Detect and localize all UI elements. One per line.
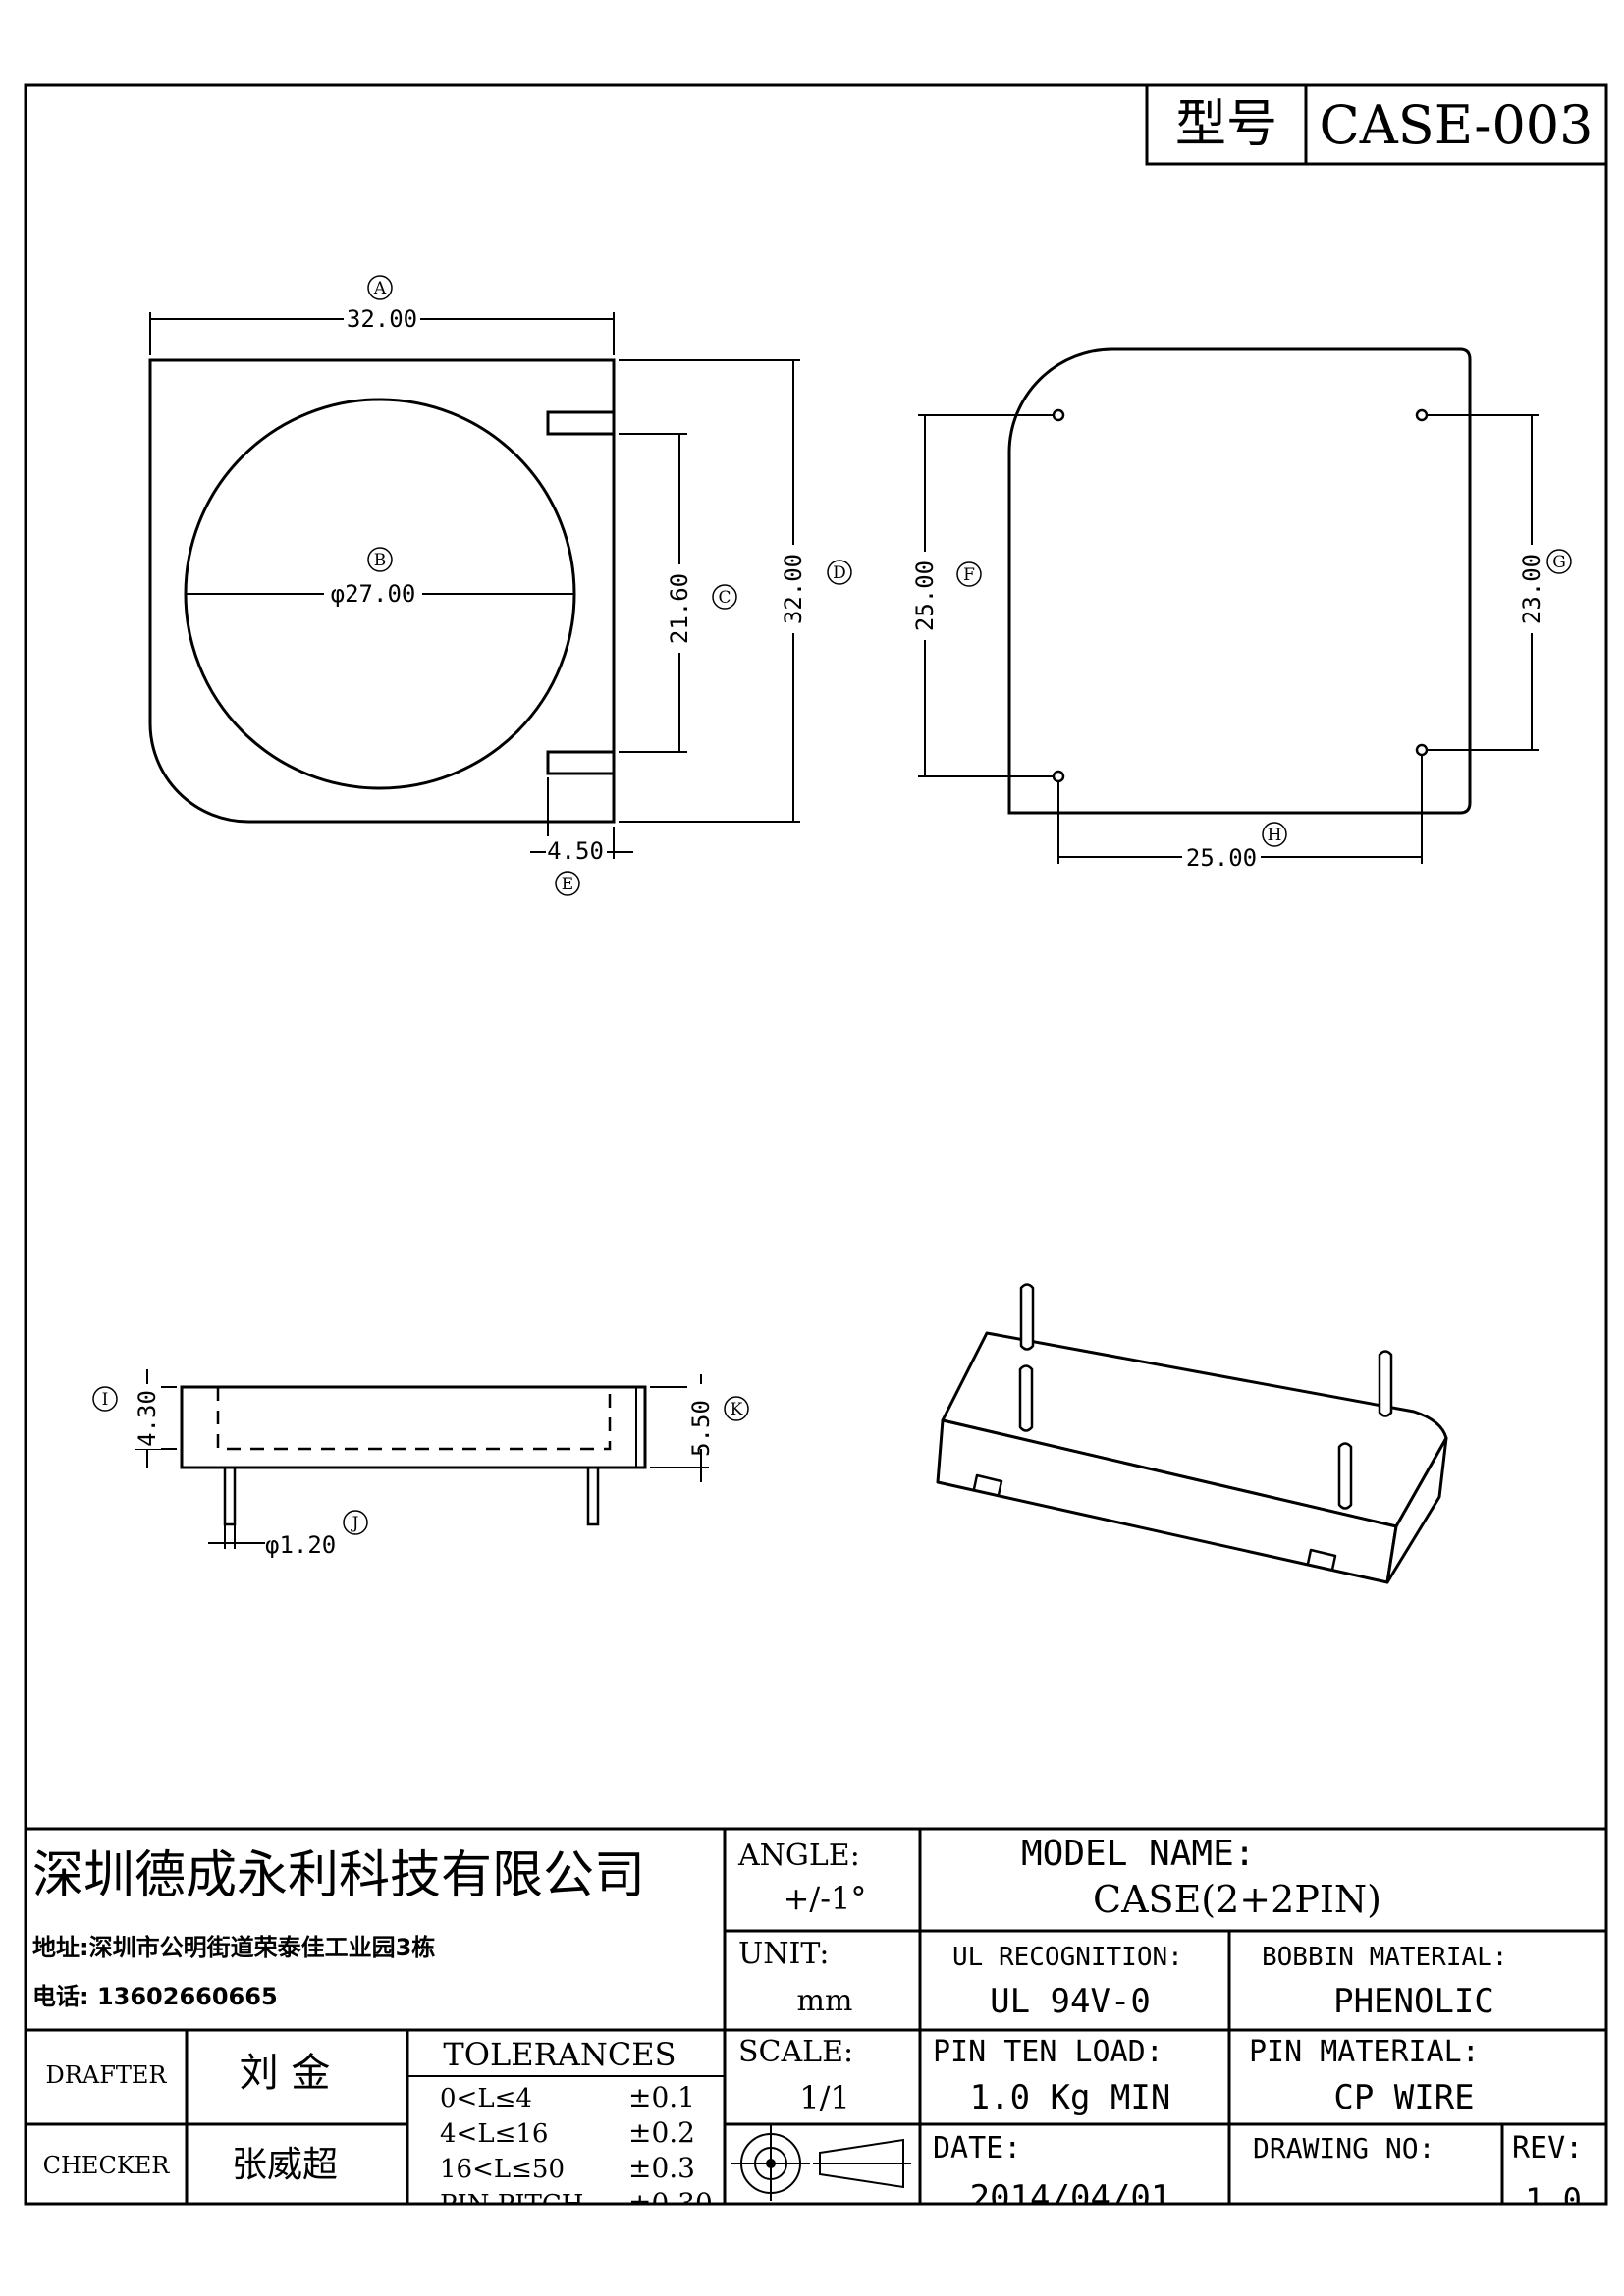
model-label: 型号 bbox=[1175, 95, 1277, 154]
rev-label: REV: bbox=[1512, 2131, 1583, 2165]
scale-value: 1/1 bbox=[799, 2079, 850, 2116]
pin-hole bbox=[1415, 408, 1429, 422]
model-number-box: 型号 CASE-003 bbox=[1145, 83, 1608, 166]
dim-f-tag: F bbox=[963, 565, 975, 585]
isometric-view bbox=[936, 1283, 1448, 1584]
dim-g-tag: G bbox=[1552, 553, 1566, 572]
tolerances-title: TOLERANCES bbox=[443, 2036, 676, 2073]
dim-g-value: 23.00 bbox=[1518, 554, 1545, 624]
dim-j-value: φ1.20 bbox=[265, 1531, 336, 1559]
dim-h-tag: H bbox=[1268, 826, 1282, 845]
tolerance-range: 16<L≤50 bbox=[440, 2155, 565, 2184]
dim-e-tag: E bbox=[562, 875, 573, 894]
pin-load-label: PIN TEN LOAD: bbox=[933, 2035, 1164, 2069]
projection-symbol-icon bbox=[731, 2124, 911, 2201]
dim-k-value: 5.50 bbox=[687, 1400, 715, 1457]
angle-value: +/-1° bbox=[784, 1880, 867, 1917]
pin-side bbox=[223, 1466, 237, 1526]
pin-hole bbox=[1415, 743, 1429, 757]
tolerance-range: 4<L≤16 bbox=[440, 2119, 548, 2149]
dim-a-tag: A bbox=[373, 279, 387, 298]
bottom-view-dimensions: 25.00 F 23.00 G 25.00 H bbox=[911, 545, 1572, 872]
tolerance-range: PIN PITCH bbox=[440, 2190, 583, 2219]
checker-label: CHECKER bbox=[43, 2152, 171, 2179]
tolerance-range: 0<L≤4 bbox=[440, 2084, 532, 2113]
pin-iso bbox=[1018, 1364, 1034, 1432]
side-view bbox=[135, 1369, 709, 1549]
drafter-value: 刘 金 bbox=[240, 2051, 331, 2096]
dim-b-tag: B bbox=[374, 551, 387, 570]
side-view-dimensions: I 4.30 5.50 K φ1.20 J bbox=[92, 1384, 749, 1559]
bobbin-material-value: PHENOLIC bbox=[1333, 1982, 1494, 2021]
unit-value: mm bbox=[797, 1984, 853, 2018]
date-value: 2014/04/01 bbox=[970, 2178, 1171, 2217]
company-address: 地址:深圳市公明街道荣泰佳工业园3栋 bbox=[32, 1934, 435, 1961]
dim-k-tag: K bbox=[731, 1400, 743, 1419]
pin-iso bbox=[1378, 1350, 1393, 1417]
model-name-value: CASE(2+2PIN) bbox=[1093, 1878, 1381, 1921]
ul-label: UL RECOGNITION: bbox=[952, 1943, 1183, 1972]
pin-hole bbox=[1052, 408, 1065, 422]
rev-value: 1.0 bbox=[1525, 2181, 1582, 2218]
dim-f-value: 25.00 bbox=[911, 561, 939, 631]
dim-a-value: 32.00 bbox=[347, 305, 417, 333]
dim-h-value: 25.00 bbox=[1186, 844, 1257, 872]
pin-side bbox=[586, 1466, 600, 1526]
pin-load-value: 1.0 Kg MIN bbox=[970, 2078, 1171, 2117]
model-value: CASE-003 bbox=[1319, 94, 1593, 156]
company-name: 深圳德成永利科技有限公司 bbox=[32, 1846, 645, 1905]
ul-value: UL 94V-0 bbox=[990, 1982, 1151, 2021]
pin-iso bbox=[1337, 1442, 1353, 1510]
tolerance-value: ±0.2 bbox=[628, 2116, 695, 2149]
dim-d-value: 32.00 bbox=[780, 554, 807, 624]
tolerance-value: ±0.30 bbox=[628, 2187, 713, 2219]
dim-d-tag: D bbox=[833, 563, 846, 583]
dim-i-value: 4.30 bbox=[134, 1390, 161, 1447]
dim-c-tag: C bbox=[718, 588, 731, 608]
dim-e-value: 4.50 bbox=[547, 837, 604, 865]
sheet-border bbox=[24, 83, 1608, 2206]
pin-iso bbox=[1019, 1283, 1035, 1351]
dim-c-value: 21.60 bbox=[666, 573, 693, 644]
dim-i-tag: I bbox=[102, 1390, 109, 1410]
title-block: 深圳德成永利科技有限公司 地址:深圳市公明街道荣泰佳工业园3栋 电话: 1360… bbox=[26, 1827, 1606, 2219]
scale-label: SCALE: bbox=[738, 2035, 853, 2069]
pin-material-value: CP WIRE bbox=[1333, 2078, 1474, 2117]
company-phone: 电话: 13602660665 bbox=[32, 1983, 278, 2010]
date-label: DATE: bbox=[933, 2131, 1021, 2165]
top-view bbox=[148, 312, 800, 859]
dim-j-tag: J bbox=[351, 1514, 359, 1533]
unit-label: UNIT: bbox=[738, 1937, 829, 1971]
bobbin-material-label: BOBBIN MATERIAL: bbox=[1262, 1943, 1507, 1972]
pin-hole bbox=[1052, 770, 1065, 783]
top-view-dimensions: A 32.00 B φ27.00 21.60 C 32.00 D 4.50 E bbox=[324, 275, 852, 896]
drafter-label: DRAFTER bbox=[46, 2061, 168, 2089]
tolerance-value: ±0.1 bbox=[628, 2081, 695, 2113]
tolerance-value: ±0.3 bbox=[628, 2152, 695, 2184]
dim-b-value: φ27.00 bbox=[331, 580, 416, 608]
drawing-no-label: DRAWING NO: bbox=[1253, 2132, 1435, 2164]
bottom-view bbox=[918, 347, 1539, 864]
model-name-label: MODEL NAME: bbox=[1021, 1834, 1255, 1874]
pin-material-label: PIN MATERIAL: bbox=[1249, 2035, 1480, 2069]
checker-value: 张威超 bbox=[232, 2145, 338, 2185]
angle-label: ANGLE: bbox=[737, 1839, 860, 1873]
